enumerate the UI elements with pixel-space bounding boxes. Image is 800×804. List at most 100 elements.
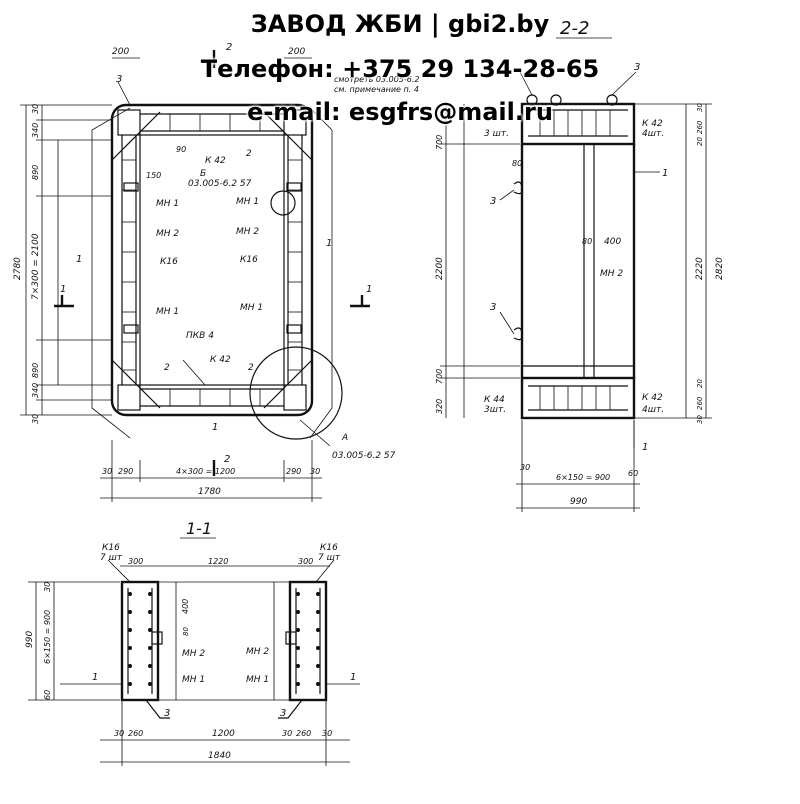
s22-dim-6x150: 6×150 = 900 (556, 473, 610, 482)
s22-pos1-upper: 1 (662, 168, 668, 179)
label-k16-a: К16 (160, 257, 178, 267)
s22-dim-80: 80 (512, 159, 522, 168)
s11-mn2-left: МН 2 (182, 649, 205, 659)
s11-dim-1840: 1840 (208, 751, 231, 761)
label-cut1-right: 1 (366, 284, 372, 295)
s11-left-rebar (127, 588, 153, 694)
dim-200-left: 200 (112, 47, 129, 57)
detail-circle-b (270, 190, 296, 216)
s11-wall-left (120, 580, 160, 702)
label-pos1-left: 1 (76, 254, 82, 265)
label-pos1-right: 1 (326, 238, 332, 249)
label-mn2-a: МН 2 (156, 229, 179, 239)
plate-mn1-l (123, 182, 139, 192)
label-ref-a-letter: А (341, 433, 348, 443)
label-mn1-a: МН 1 (156, 199, 179, 209)
s22-anchor-upper (513, 181, 523, 195)
s22-k44-top-count: 3 шт. (484, 129, 509, 139)
s22-dim-r-260a: 260 (696, 120, 704, 134)
s11-dim-b-1200: 1200 (212, 729, 235, 739)
s11-dim-b-260a: 260 (128, 729, 143, 738)
s11-dim-300-right: 300 (298, 557, 313, 566)
section-1-1: 1-1 (25, 519, 360, 766)
s11-foot-left (145, 699, 170, 719)
dim-200-right: 200 (288, 47, 305, 57)
watermark-title: ЗАВОД ЖБИ | gbi2.by (250, 10, 550, 38)
s11-dim-b-30a: 30 (114, 729, 124, 738)
s22-dim-r-30b: 30 (696, 415, 704, 424)
section-2-2-title: 2-2 (560, 18, 589, 39)
dim-left-890a: 890 (31, 165, 40, 180)
label-ref-b: 03.005-6.2 57 (188, 179, 252, 189)
label-pos2-bl: 2 (164, 363, 170, 373)
s11-k16-right-count: 7 шт (318, 553, 341, 563)
plan-inner-opening (139, 134, 285, 386)
label-dim-90: 90 (176, 145, 186, 154)
s22-dim-60: 60 (628, 469, 638, 478)
corner-rebar-bl (117, 384, 141, 411)
s22-bottom-rebar (528, 385, 628, 411)
plan-outer-frame (110, 103, 314, 417)
dim-2780: 2780 (13, 257, 23, 280)
label-mn2-b: МН 2 (236, 227, 259, 237)
top-slab-rebar (140, 113, 284, 132)
s11-wall-right (288, 580, 328, 702)
s11-dim-300-left: 300 (128, 557, 143, 566)
plate-mn1-r (286, 182, 302, 192)
s11-k16-right: К16 (320, 543, 338, 553)
s11-mn1-right: МН 1 (246, 675, 269, 685)
s11-foot-right (278, 699, 303, 719)
corner-rebar-tr (283, 109, 307, 136)
label-k42-top: К 42 (205, 156, 226, 166)
label-pos1-bottom: 1 (212, 422, 218, 433)
s11-dim-6x150: 6×150 = 900 (43, 610, 52, 664)
label-pos2-right: 2 (246, 149, 252, 159)
s11-plate-right (285, 631, 297, 645)
corner-rebar-br (283, 384, 307, 411)
plate-mn1-l2 (123, 324, 139, 334)
s11-dim-990: 990 (25, 631, 35, 648)
note-line2: см. примечание п. 4 (334, 85, 419, 94)
plate-mn1-r2 (286, 324, 302, 334)
right-wall-rebar (287, 135, 303, 385)
note-ref: смотреть 03.005-6.2 (334, 75, 420, 84)
s22-dim-2200: 2200 (435, 257, 445, 280)
label-pkv4: ПКВ 4 (186, 331, 214, 341)
s11-right-rebar (295, 588, 321, 694)
dim-left-30a: 30 (31, 104, 40, 114)
s11-dim-left-30: 30 (43, 582, 52, 592)
s22-k42-bottom: К 42 (642, 393, 663, 403)
watermark-email: e-mail: esgfrs@mail.ru (247, 98, 553, 126)
section-2-2: 2-2 (435, 18, 725, 512)
s22-top-slab (520, 102, 636, 146)
label-k42-bottom: К 42 (210, 355, 231, 365)
s22-dim-r-260b: 260 (696, 396, 704, 410)
dim-left-340a: 340 (31, 123, 40, 138)
s11-k16-left: К16 (102, 543, 120, 553)
s11-dim-b-30c: 30 (322, 729, 332, 738)
s22-bottom-slab (520, 376, 636, 420)
s11-dim-b-30b: 30 (282, 729, 292, 738)
label-pos3-top: 3 (116, 74, 122, 85)
label-cut1-left: 1 (60, 284, 66, 295)
s22-dim-80b: 80 (582, 237, 592, 246)
label-pos2-bottom: 2 (224, 454, 230, 465)
dim-left-340b: 340 (31, 383, 40, 398)
left-wall-rebar (121, 135, 137, 385)
s11-dim-400: 400 (181, 599, 190, 614)
s11-k16-left-count: 7 шт (100, 553, 123, 563)
s22-lifting-loop-mid (550, 94, 562, 106)
s22-dim-700a: 700 (435, 135, 444, 150)
s22-pos3-mid: 3 (490, 196, 496, 207)
dim-left-890b: 890 (31, 363, 40, 378)
label-dim-150: 150 (146, 171, 161, 180)
label-pos2-br: 2 (248, 363, 254, 373)
dim-bottom-4x300: 4×300 = 1200 (176, 467, 235, 476)
dim-bottom-30b: 30 (310, 467, 320, 476)
plan-view: 200 200 3 2 смотреть 03.005-6.2 см. прим… (13, 42, 420, 502)
s22-anchor-lower (513, 327, 523, 341)
s22-k42-top-count: 4шт. (642, 129, 664, 139)
s22-top-rebar (528, 109, 628, 137)
